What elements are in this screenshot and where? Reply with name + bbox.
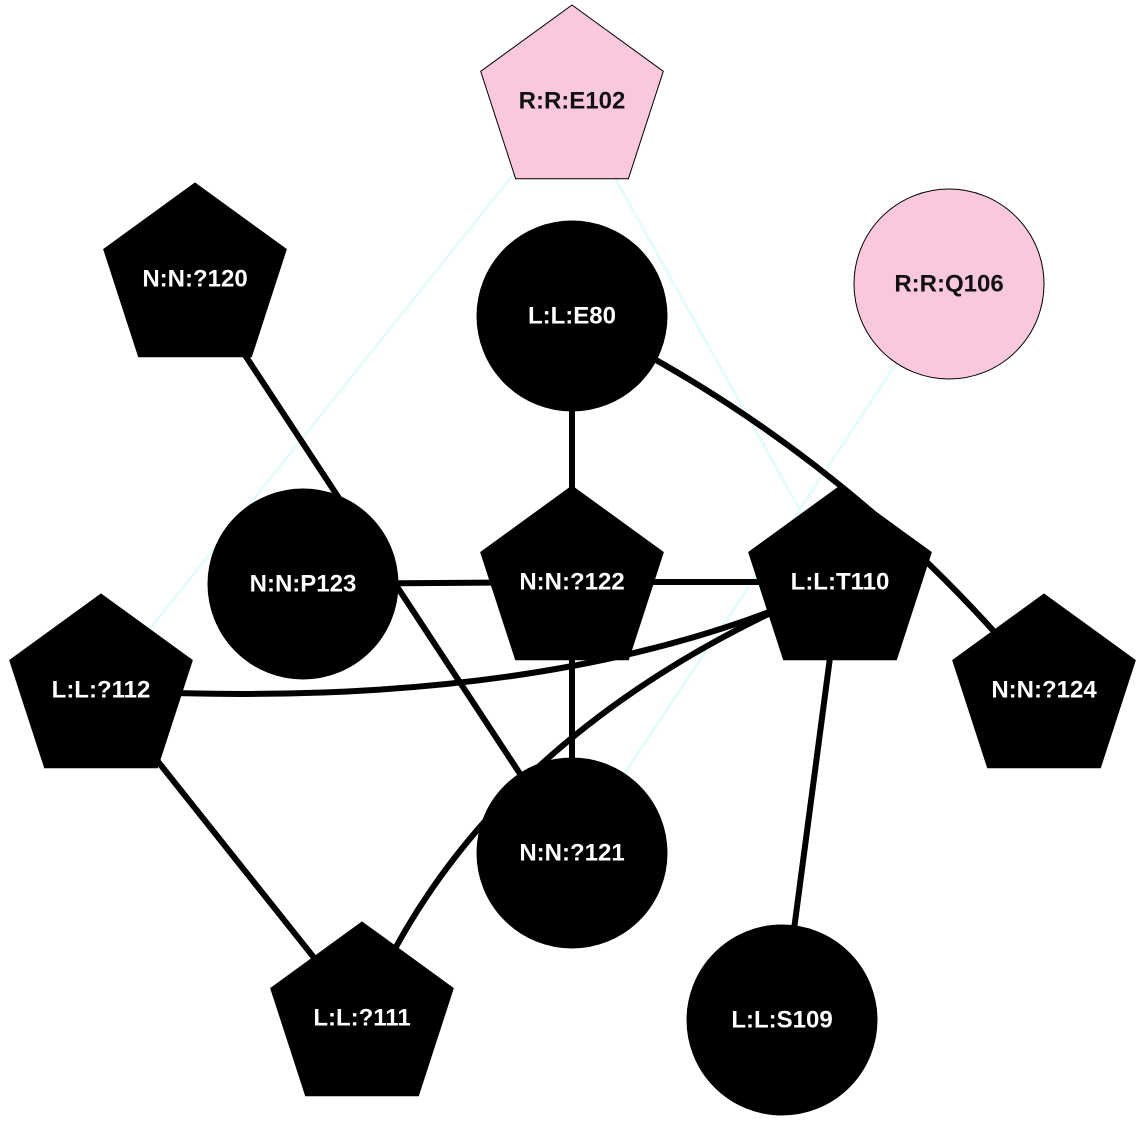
node-ls109[interactable]: L:L:S109 (686, 924, 878, 1116)
node-label: N:N:?121 (519, 840, 624, 867)
node-label: L:L:?112 (52, 677, 151, 704)
node-np123[interactable]: N:N:P123 (207, 488, 399, 680)
node-label: N:N:?122 (519, 569, 624, 596)
node-circle-shape (476, 757, 668, 949)
node-label: L:L:S109 (731, 1007, 832, 1034)
node-label: N:N:?124 (991, 677, 1097, 704)
node-rq106[interactable]: R:R:Q106 (853, 188, 1045, 380)
node-pentagon-shape (480, 4, 664, 180)
node-circle-shape (853, 188, 1045, 380)
node-circle-shape (476, 220, 668, 412)
node-l112[interactable]: L:L:?112 (9, 593, 193, 769)
node-pentagon-shape (480, 485, 664, 661)
node-pentagon-shape (270, 921, 454, 1097)
node-label: N:N:?120 (142, 266, 247, 293)
node-pentagon-shape (748, 485, 932, 661)
node-pentagon-shape (952, 593, 1136, 769)
node-l111[interactable]: L:L:?111 (270, 921, 454, 1097)
node-label: L:L:?111 (313, 1005, 410, 1032)
edge-re102-lt110 (570, 100, 842, 583)
node-label: R:R:E102 (519, 88, 626, 115)
node-circle-shape (686, 924, 878, 1116)
node-n122[interactable]: N:N:?122 (480, 485, 664, 661)
node-pentagon-shape (9, 593, 193, 769)
edge-re102-l112 (99, 100, 574, 691)
node-n121[interactable]: N:N:?121 (476, 757, 668, 949)
node-label: L:L:E80 (528, 303, 616, 330)
node-n120[interactable]: N:N:?120 (103, 182, 287, 358)
node-n124[interactable]: N:N:?124 (952, 593, 1136, 769)
node-label: R:R:Q106 (894, 271, 1003, 298)
node-circle-shape (207, 488, 399, 680)
node-lt110[interactable]: L:L:T110 (748, 485, 932, 661)
node-label: L:L:T110 (791, 569, 890, 596)
node-pentagon-shape (103, 182, 287, 358)
node-re102[interactable]: R:R:E102 (480, 4, 664, 180)
node-label: N:N:P123 (250, 571, 357, 598)
node-le80[interactable]: L:L:E80 (476, 220, 668, 412)
